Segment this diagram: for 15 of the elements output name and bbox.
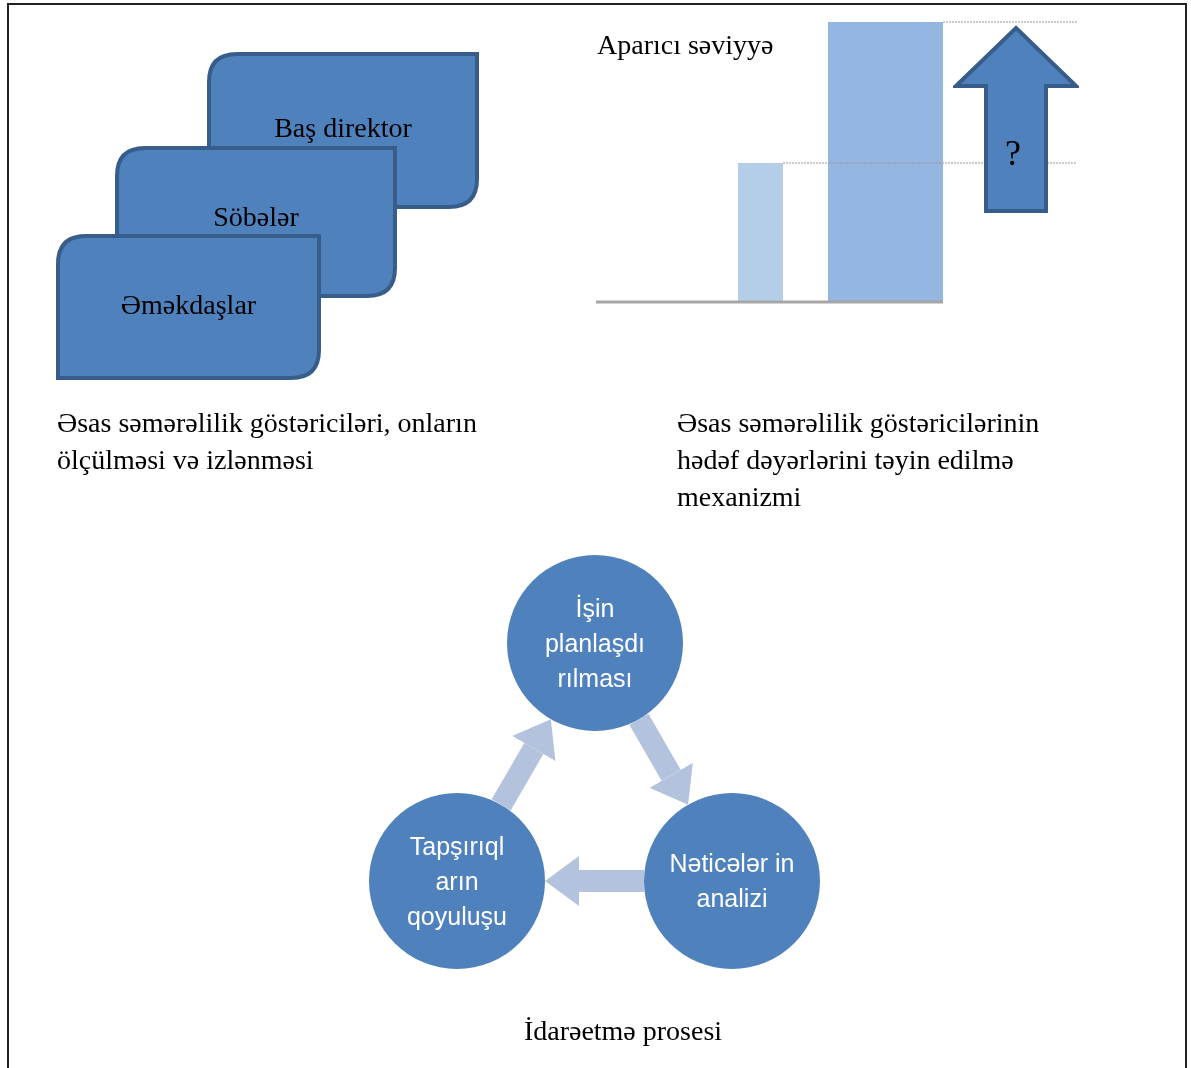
caption-text: İdarəetmə prosesi — [522, 1014, 724, 1048]
card-label: Əməkdaşlar — [120, 289, 257, 321]
level-label: Aparıcı səviyyə — [597, 28, 775, 62]
caption-text: Əsas səmərəlilik göstəriciləri, onların ölçülməsi və izlənməsi — [57, 406, 478, 477]
card-label: Baş direktor — [274, 112, 412, 144]
card-label: Söbələr — [213, 201, 299, 233]
block-arrow — [545, 856, 644, 906]
block-arrow — [491, 719, 556, 811]
process-circle: Tapşırıql arın qoyuluşu — [369, 793, 545, 969]
caption-text: Əsas səmərəlilik göstəricilərinin hədəf dəyərlərini təyin edilmə mexanizmi — [677, 406, 1041, 514]
up-arrow-shape — [953, 25, 1079, 214]
block-arrow — [629, 713, 693, 805]
process-circle: Nəticələr in analizi — [644, 793, 820, 969]
question-mark: ? — [1005, 133, 1021, 173]
process-circle: İşin planlaşdı rılması — [507, 555, 683, 731]
